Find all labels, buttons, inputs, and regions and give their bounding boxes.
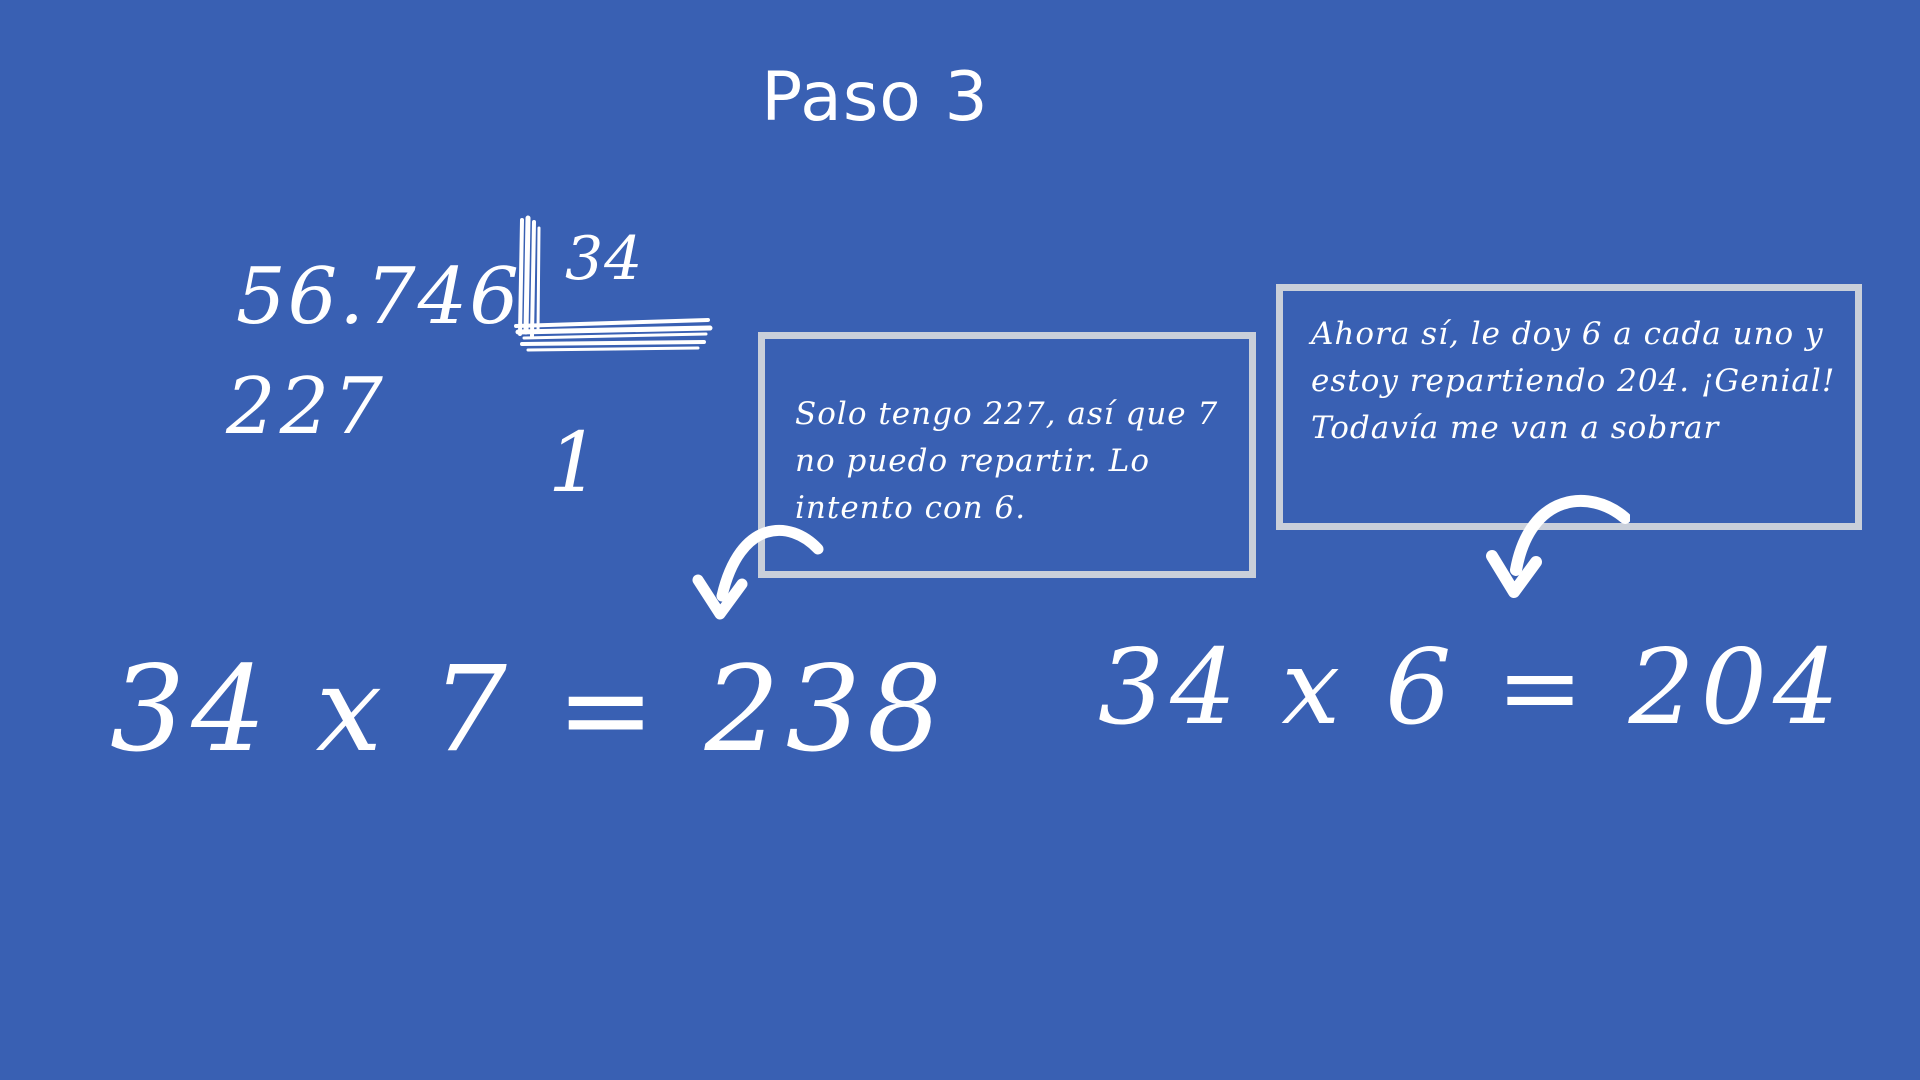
explanation-box-left: Solo tengo 227, así que 7 no puedo repar…	[758, 332, 1256, 578]
quotient: 1	[548, 416, 601, 511]
partial-dividend: 227	[226, 362, 387, 452]
explanation-box-right: Ahora sí, le doy 6 a cada uno y estoy re…	[1276, 284, 1862, 530]
explanation-text-left: Solo tengo 227, así que 7 no puedo repar…	[795, 396, 1219, 526]
page-title: Paso 3	[761, 58, 989, 137]
divisor: 34	[565, 224, 644, 294]
dividend: 56.746	[236, 252, 521, 342]
explanation-text-right: Ahora sí, le doy 6 a cada uno y estoy re…	[1311, 316, 1836, 446]
equation-right: 34 x 6 = 204	[1098, 626, 1846, 748]
curved-arrow-left-icon	[692, 524, 824, 620]
curved-arrow-right-icon	[1486, 494, 1630, 598]
division-bracket	[514, 215, 713, 352]
equation-left: 34 x 7 = 238	[110, 640, 948, 778]
